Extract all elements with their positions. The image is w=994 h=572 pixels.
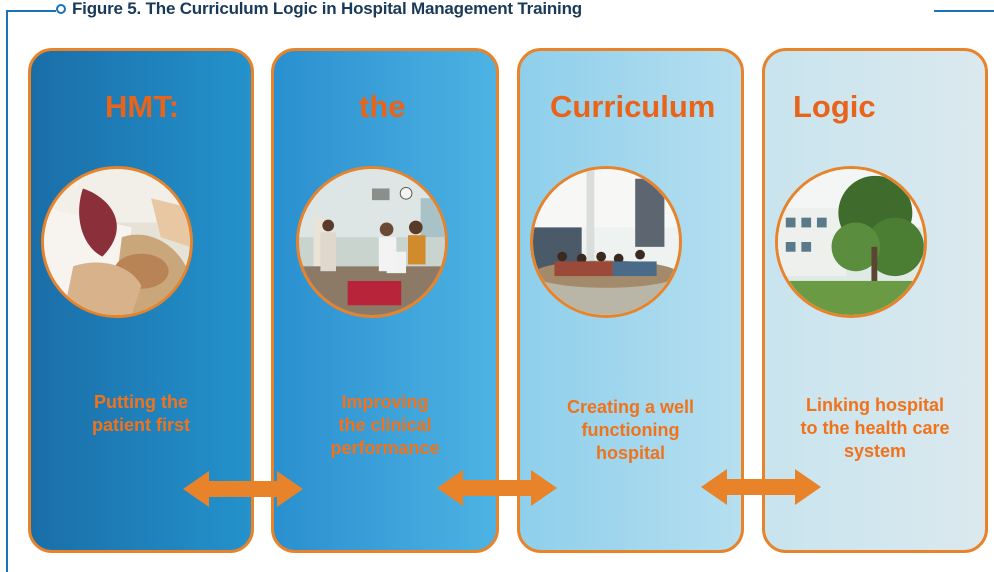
hospital-waiting-area-photo [530,166,682,318]
caption-line: Putting the [94,392,188,412]
double-arrow-icon [701,469,821,505]
caption-line: Creating a well [566,397,695,417]
panel-caption: Improving the clinical performance [274,391,496,460]
panel-caption: Linking hospital to the health care syst… [765,394,985,463]
patient-care-photo [41,166,193,318]
frame-top-right-line [934,10,994,12]
title-bullet-icon [56,4,66,14]
double-arrow-icon [437,470,557,506]
panel-heading: HMT: [105,89,180,124]
caption-line: functioning [581,420,680,440]
clinic-room-photo [296,166,448,318]
frame-left-line [6,10,8,572]
panel-heading: Logic [793,89,876,124]
panel-heading: Curriculum [550,89,716,124]
frame-top-left-line [6,10,56,12]
patient-care-image [44,169,190,315]
caption-line: to the health care [800,418,950,438]
caption-line: performance [330,438,440,458]
panel-curriculum: Curriculum Creating a well functioning h… [517,48,744,553]
hospital-building-photo [775,166,927,318]
panel-hmt: HMT: Putting the patient first [28,48,254,553]
caption-line: patient first [91,415,190,435]
double-arrow-icon [183,471,303,507]
panel-logic: Logic Linking hospital to the health car… [762,48,988,553]
hospital-building-image [778,169,924,315]
panel-caption: Creating a well functioning hospital [520,396,741,465]
panel-heading: the [359,89,406,124]
hospital-waiting-area-image [533,169,679,315]
figure-title: Figure 5. The Curriculum Logic in Hospit… [72,0,582,18]
caption-line: system [843,441,907,461]
caption-line: Linking hospital [806,395,944,415]
caption-line: Improving [341,392,429,412]
caption-line: the clinical [338,415,432,435]
clinic-room-image [299,169,445,315]
caption-line: hospital [595,443,665,463]
panel-caption: Putting the patient first [31,391,251,437]
panel-the: the Improving the clinical performance [271,48,499,553]
